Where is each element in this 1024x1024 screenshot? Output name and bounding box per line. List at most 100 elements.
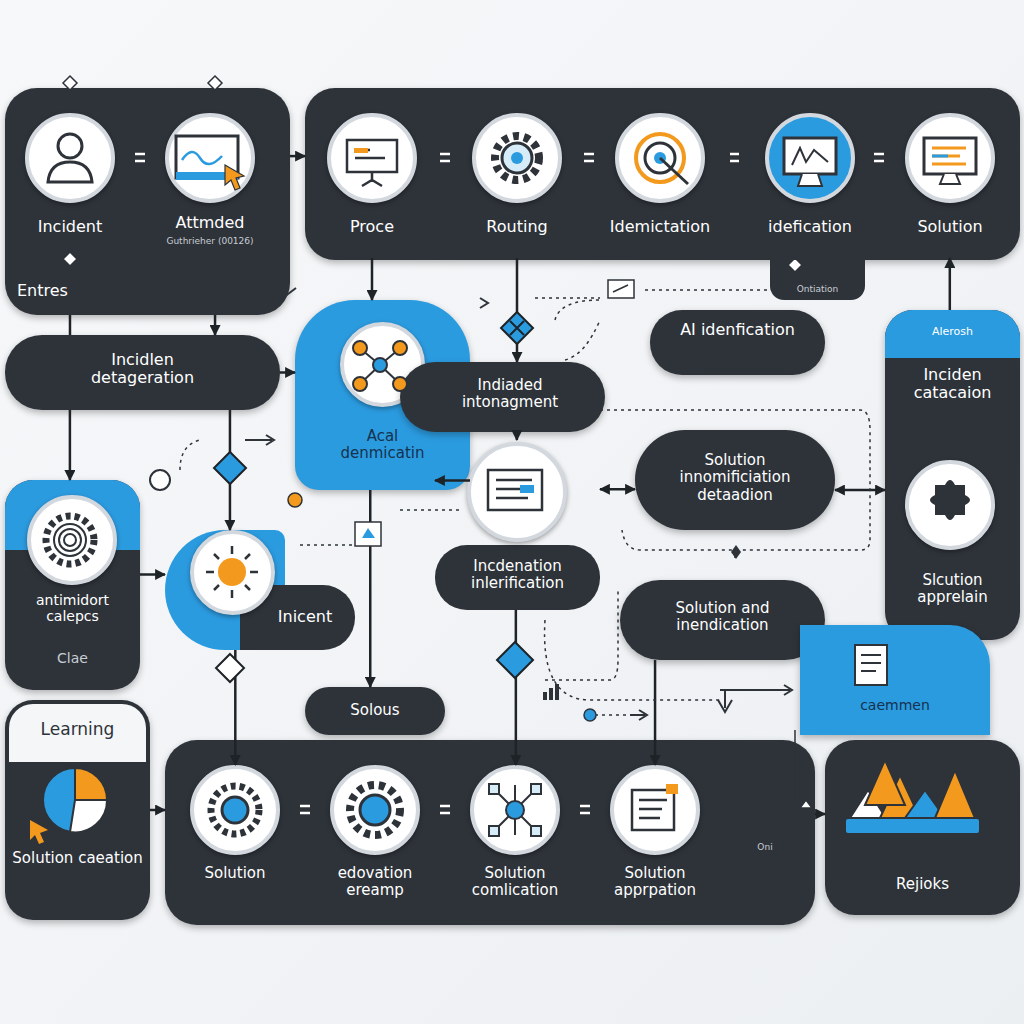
circle-badge bbox=[190, 530, 275, 615]
pill-box: Solution and inendication bbox=[620, 580, 825, 660]
group-panel: Rejioks bbox=[825, 740, 1020, 915]
circle-badge bbox=[327, 113, 417, 203]
pill-box: AI idenfication bbox=[650, 310, 825, 375]
group-panel: Entres IncidentAttmdedGuthrieher (00126) bbox=[5, 88, 290, 315]
connector bbox=[280, 371, 295, 374]
group-panel: OntiationProceRoutingIdemictationidefica… bbox=[305, 88, 1020, 260]
group-panel: OniSolution edovation ereamp Solution coml… bbox=[165, 740, 815, 925]
process-circle: Idemictation bbox=[595, 108, 725, 258]
circle-badge bbox=[905, 113, 995, 203]
pill-box: Solution innomificiation detaadion bbox=[635, 430, 835, 530]
node-label: antimidort calepcs bbox=[10, 592, 135, 624]
node-label: Solution bbox=[885, 218, 1015, 236]
node-label: Attmded bbox=[150, 214, 270, 232]
node-label: Entres bbox=[17, 282, 107, 300]
circle-badge bbox=[165, 113, 255, 203]
process-circle: Inicent bbox=[165, 530, 355, 650]
process-circle: idefication bbox=[745, 108, 875, 258]
target-icon bbox=[636, 134, 688, 184]
connector bbox=[654, 660, 657, 765]
process-circle: Solution bbox=[170, 765, 300, 915]
circle-badge bbox=[472, 113, 562, 203]
process-circle: AttmdedGuthrieher (00126) bbox=[150, 108, 270, 258]
connector bbox=[229, 410, 232, 530]
node-label: Ontiation bbox=[775, 284, 860, 294]
screen-icon bbox=[924, 138, 976, 184]
circle-badge bbox=[27, 495, 117, 585]
node-label: Incdenation inlerification bbox=[445, 558, 590, 593]
puzzle-icon bbox=[930, 480, 970, 520]
node-label: idefication bbox=[745, 218, 875, 236]
presentation-icon bbox=[347, 140, 397, 186]
connector bbox=[435, 479, 470, 482]
pill-box: Indiaded intonagment bbox=[400, 362, 605, 432]
connector bbox=[516, 432, 519, 440]
node-label: Solution innomificiation detaadion bbox=[657, 452, 813, 504]
node-label: Learning bbox=[10, 720, 145, 740]
node-label: Alerosh bbox=[885, 326, 1020, 339]
group-panel: LearningSolution caeation bbox=[5, 700, 150, 920]
screen-icon bbox=[176, 136, 244, 190]
node-label: Inciden catacaion bbox=[895, 366, 1010, 403]
node-label: Solution caeation bbox=[10, 850, 145, 867]
node-label: Indiaded intonagment bbox=[435, 377, 585, 412]
circle-badge bbox=[467, 442, 567, 542]
connector bbox=[516, 258, 519, 362]
connector bbox=[290, 155, 305, 158]
connector bbox=[369, 490, 372, 687]
gear-icon bbox=[350, 785, 400, 835]
node-label: Solution comlication bbox=[455, 865, 575, 900]
blue-shape: caemmen bbox=[800, 625, 990, 735]
small-markers bbox=[63, 76, 812, 808]
process-circle: Solution apprpation bbox=[590, 765, 720, 915]
sun-icon bbox=[206, 546, 258, 598]
node-label: Solution bbox=[175, 865, 295, 882]
circle-badge bbox=[330, 765, 420, 855]
connector bbox=[150, 809, 165, 812]
process-circle: Routing bbox=[452, 108, 582, 258]
dotted-leader-lines bbox=[160, 278, 870, 715]
small-arrows bbox=[245, 138, 792, 720]
node-label: Clae bbox=[10, 650, 135, 666]
monitor-icon bbox=[784, 138, 836, 186]
node-label: edovation ereamp bbox=[315, 865, 435, 900]
connector bbox=[214, 315, 217, 335]
circle-badge bbox=[615, 113, 705, 203]
process-circle: Solution comlication bbox=[450, 765, 580, 915]
equal-signs bbox=[135, 154, 884, 813]
decision-diamonds bbox=[214, 312, 533, 682]
node-label: Idemictation bbox=[595, 218, 725, 236]
connector bbox=[69, 315, 72, 335]
document-icon bbox=[488, 470, 542, 510]
process-circle: Incident bbox=[15, 108, 125, 248]
cube-stack-icon bbox=[845, 760, 980, 834]
process-circle: edovation ereamp bbox=[310, 765, 440, 915]
gear-icon bbox=[495, 136, 539, 180]
node-label: Oni bbox=[745, 842, 785, 852]
connector bbox=[140, 573, 165, 576]
node-label: Solution and inendication bbox=[645, 600, 800, 635]
node-label: caemmen bbox=[820, 697, 970, 713]
process-circle: Solution bbox=[885, 108, 1015, 258]
connector bbox=[600, 488, 635, 491]
document-icon bbox=[632, 784, 678, 830]
circle-badge bbox=[610, 765, 700, 855]
node-label: Proce bbox=[307, 218, 437, 236]
node-label: Incidlen detageration bbox=[60, 351, 225, 388]
connector bbox=[835, 489, 885, 492]
connector bbox=[949, 258, 952, 310]
node-label: Rejioks bbox=[825, 876, 1020, 893]
node-label: Acal denmicatin bbox=[325, 428, 440, 463]
node-label: Guthrieher (00126) bbox=[150, 236, 270, 246]
person-icon bbox=[48, 134, 92, 182]
group-panel: AleroshInciden catacaionSlcution apprela… bbox=[885, 310, 1020, 640]
circle-badge bbox=[25, 113, 115, 203]
connector bbox=[815, 813, 825, 816]
connector bbox=[69, 410, 72, 480]
molecule-icon bbox=[353, 341, 407, 391]
circle-badge bbox=[905, 460, 995, 550]
connector bbox=[371, 258, 374, 300]
process-circle: Incdenation inlerification bbox=[435, 440, 600, 610]
